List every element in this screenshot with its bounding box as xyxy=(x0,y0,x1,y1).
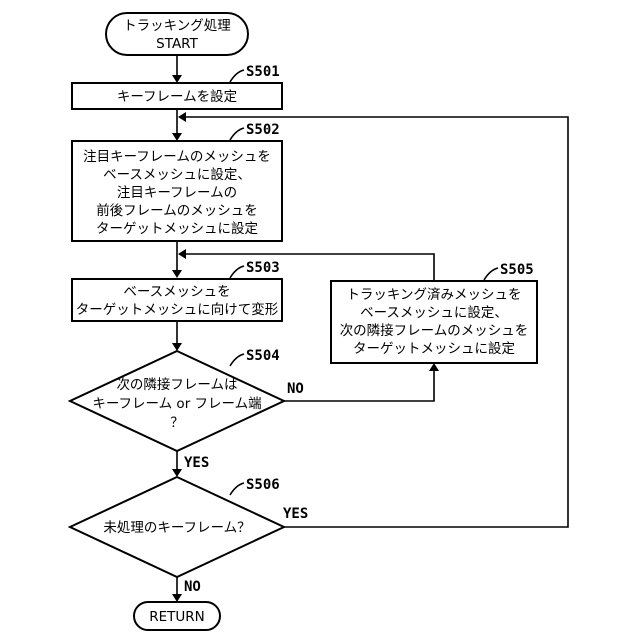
step-s506: S506 未処理のキーフレーム？ YES NO xyxy=(70,477,308,595)
s501-leader xyxy=(230,70,244,82)
s502-line-1: 注目キーフレームのメッシュを xyxy=(83,149,271,165)
step-s504: S504 次の隣接フレームは キーフレーム or フレーム端 ？ NO YES xyxy=(70,348,304,471)
s502-line-2: ベースメッシュに設定、 xyxy=(103,167,251,183)
arrow-s504-no-to-s505 xyxy=(284,370,434,401)
arrowhead-s506 xyxy=(172,469,182,477)
s505-line-3: 次の隣接フレームのメッシュを xyxy=(340,322,529,339)
s504-leader xyxy=(230,354,244,366)
s505-line-1: トラッキング済みメッシュを xyxy=(346,287,521,303)
s506-step-label: S506 xyxy=(246,477,280,493)
s502-line-4: 前後フレームのメッシュを xyxy=(96,202,258,219)
s506-leader xyxy=(230,483,244,495)
s503-step-label: S503 xyxy=(246,260,280,276)
s503-leader xyxy=(230,266,244,278)
s501-text: キーフレームを設定 xyxy=(117,89,237,105)
s501-step-label: S501 xyxy=(246,64,280,80)
s502-line-3: 注目キーフレームの xyxy=(117,185,237,201)
start-terminal: トラッキング処理 START xyxy=(106,13,248,55)
s505-step-label: S505 xyxy=(500,262,534,278)
return-terminal: RETURN xyxy=(134,602,220,630)
s506-text: 未処理のキーフレーム？ xyxy=(103,520,250,536)
s506-no-label: NO xyxy=(184,579,201,595)
s505-leader xyxy=(484,268,498,280)
start-title: トラッキング処理 xyxy=(123,18,231,34)
arrowhead-s503 xyxy=(172,270,182,278)
s503-line-2: ターゲットメッシュに向けて変形 xyxy=(76,301,279,318)
arrowhead-return xyxy=(172,594,182,602)
s504-no-label: NO xyxy=(287,381,304,397)
arrowhead-loop-s503 xyxy=(178,249,186,259)
arrowhead-s501 xyxy=(172,75,182,83)
start-label: START xyxy=(156,36,198,52)
s504-yes-label: YES xyxy=(184,455,209,471)
s503-line-1: ベースメッシュを xyxy=(123,284,230,300)
s505-line-2: ベースメッシュに設定、 xyxy=(360,305,508,321)
s502-line-5: ターゲットメッシュに設定 xyxy=(96,221,258,237)
s505-line-4: ターゲットメッシュに設定 xyxy=(353,341,515,357)
s504-line-3: ？ xyxy=(170,415,184,431)
arrowhead-s504 xyxy=(172,343,182,351)
s506-yes-label: YES xyxy=(283,506,308,522)
arrowhead-s505 xyxy=(429,363,439,371)
arrowhead-s502 xyxy=(172,133,182,141)
return-label: RETURN xyxy=(149,609,205,625)
s504-line-2: キーフレーム or フレーム端 xyxy=(92,396,261,412)
arrowhead-loop-s502 xyxy=(178,112,186,122)
s502-step-label: S502 xyxy=(246,122,280,138)
s504-line-1: 次の隣接フレームは xyxy=(116,376,237,393)
s502-leader xyxy=(230,128,244,140)
arrow-s505-back-to-s503 xyxy=(185,254,434,281)
s504-step-label: S504 xyxy=(246,348,280,364)
